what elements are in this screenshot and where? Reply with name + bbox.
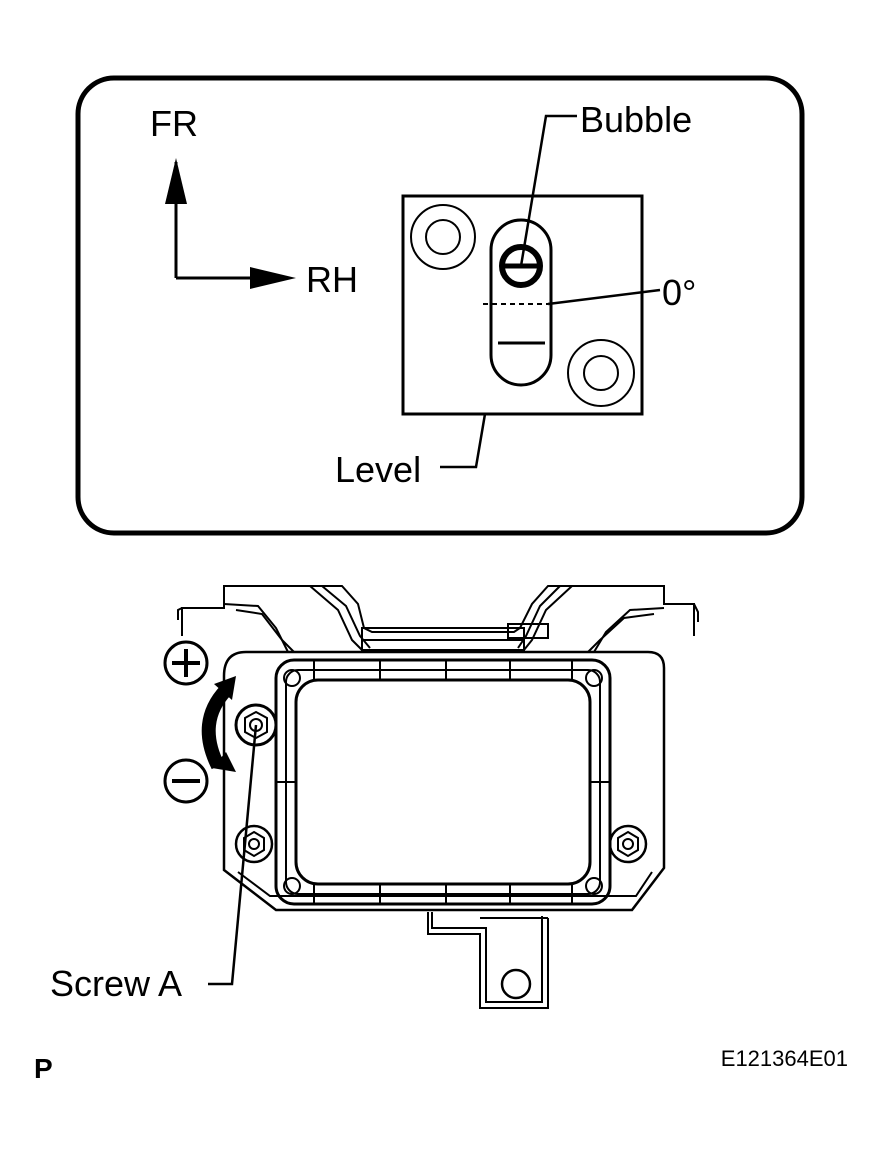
sensor-assembly: [177, 585, 699, 1009]
direction-indicator: [165, 158, 296, 289]
level-label: Level: [335, 449, 421, 490]
level-plate: [401, 194, 644, 416]
rh-label: RH: [306, 259, 358, 300]
screw-a-label: Screw A: [50, 963, 182, 1004]
minus-icon: [163, 758, 209, 804]
zero-degree-label: 0°: [662, 272, 696, 313]
page-letter: P: [34, 1053, 53, 1084]
plus-icon: [163, 640, 209, 686]
curved-double-arrow-icon: [201, 685, 232, 770]
bubble-icon: [499, 244, 543, 288]
arrow-up-icon: [165, 158, 187, 204]
bubble-label: Bubble: [580, 99, 692, 140]
fr-label: FR: [150, 103, 198, 144]
screw-a: [234, 703, 278, 747]
figure-code: E121364E01: [721, 1046, 848, 1071]
screw-right-lower: [608, 824, 648, 864]
screw-left-lower: [234, 824, 274, 864]
arrow-right-icon: [250, 267, 296, 289]
adjustment-direction: [163, 640, 236, 804]
level-detail-panel: FR RH Bubble 0° Level: [75, 75, 805, 536]
